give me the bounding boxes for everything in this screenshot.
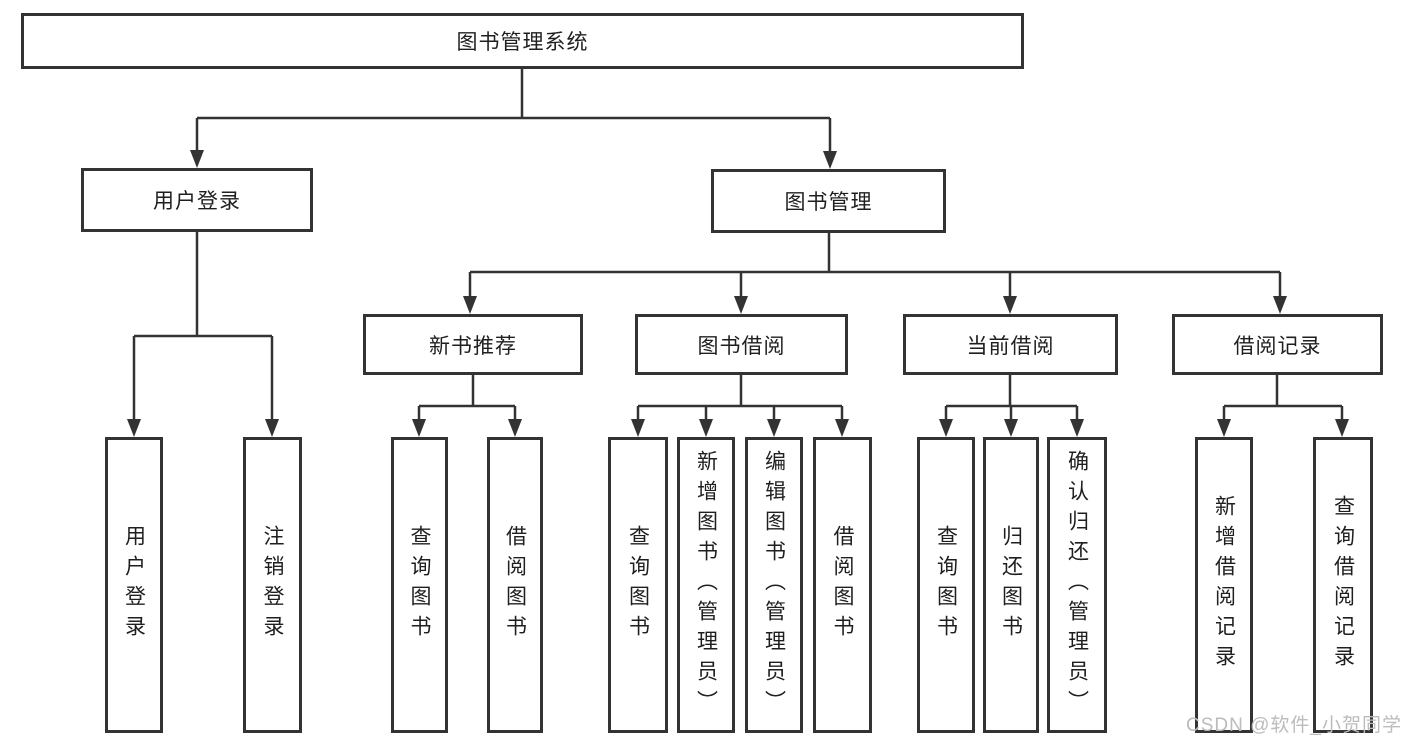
node-book-borrow-label: 图书借阅 [697, 334, 786, 358]
node-cb-return: 归还图书 [983, 437, 1039, 733]
node-new-book-rec: 新书推荐 [363, 314, 583, 375]
node-logout: 注销登录 [243, 437, 302, 733]
node-book-mgmt-label: 图书管理 [784, 191, 873, 214]
arrow-down-icon [127, 419, 141, 437]
arrow-down-icon [265, 419, 279, 437]
arrowhead-icons [127, 150, 1349, 437]
node-nbr-query-label: 查询图书 [408, 525, 431, 645]
connector-current-borrow [944, 375, 1079, 419]
arrow-down-icon [835, 419, 849, 437]
node-cb-return-label: 归还图书 [999, 525, 1023, 645]
node-current-borrow: 当前借阅 [903, 314, 1118, 375]
node-login: 用户登录 [105, 437, 163, 733]
node-bb-query-label: 查询图书 [626, 525, 650, 645]
node-new-book-rec-label: 新书推荐 [429, 334, 517, 358]
node-br-query: 查询借阅记录 [1313, 437, 1373, 733]
connector-book-borrow [636, 375, 844, 419]
arrow-down-icon [823, 151, 837, 169]
node-bb-borrow-label: 借阅图书 [831, 525, 854, 645]
node-cb-query: 查询图书 [917, 437, 975, 733]
arrow-down-icon [508, 419, 522, 437]
node-current-borrow-label: 当前借阅 [966, 334, 1055, 358]
arrow-down-icon [699, 419, 713, 437]
node-book-borrow: 图书借阅 [635, 314, 848, 375]
node-cb-confirm-label: 确认归还（管理员） [1065, 450, 1089, 720]
connector-borrow-record [1222, 375, 1344, 419]
node-cb-query-label: 查询图书 [934, 525, 958, 645]
arrow-down-icon [412, 419, 426, 437]
node-user-login: 用户登录 [81, 168, 313, 232]
node-book-mgmt: 图书管理 [711, 169, 946, 233]
node-nbr-borrow: 借阅图书 [487, 437, 543, 733]
node-nbr-borrow-label: 借阅图书 [503, 525, 527, 645]
arrow-down-icon [463, 296, 477, 314]
connector-root [195, 69, 832, 151]
connector-book-mgmt [468, 233, 1282, 296]
csdn-watermark: CSDN @软件_小贺同学 [1186, 715, 1402, 736]
node-br-query-label: 查询借阅记录 [1331, 495, 1355, 675]
node-bb-add: 新增图书（管理员） [677, 437, 735, 733]
node-bb-edit-label: 编辑图书（管理员） [762, 450, 786, 720]
node-bb-add-label: 新增图书（管理员） [694, 450, 718, 720]
node-bb-query: 查询图书 [608, 437, 668, 733]
arrow-down-icon [1217, 419, 1231, 437]
arrow-down-icon [767, 419, 781, 437]
arrow-down-icon [939, 419, 953, 437]
node-logout-label: 注销登录 [261, 525, 284, 645]
node-borrow-record: 借阅记录 [1172, 314, 1383, 375]
arrow-down-icon [734, 296, 748, 314]
node-cb-confirm: 确认归还（管理员） [1047, 437, 1107, 733]
node-br-add-label: 新增借阅记录 [1212, 495, 1236, 675]
node-login-label: 用户登录 [122, 525, 146, 645]
connector-paths [132, 69, 1344, 419]
node-user-login-label: 用户登录 [153, 190, 241, 213]
node-root-label: 图书管理系统 [456, 31, 589, 54]
arrow-down-icon [631, 419, 645, 437]
connector-user-login [132, 232, 274, 419]
arrow-down-icon [190, 150, 204, 168]
arrow-down-icon [1273, 296, 1287, 314]
connector-new-book-rec [417, 375, 517, 419]
arrow-down-icon [1070, 419, 1084, 437]
arrow-down-icon [1004, 419, 1018, 437]
node-bb-borrow: 借阅图书 [813, 437, 872, 733]
node-bb-edit: 编辑图书（管理员） [745, 437, 803, 733]
arrow-down-icon [1003, 296, 1017, 314]
node-borrow-record-label: 借阅记录 [1233, 334, 1322, 358]
arrow-down-icon [1335, 419, 1349, 437]
node-br-add: 新增借阅记录 [1195, 437, 1253, 733]
node-root: 图书管理系统 [21, 13, 1024, 69]
node-nbr-query: 查询图书 [391, 437, 448, 733]
